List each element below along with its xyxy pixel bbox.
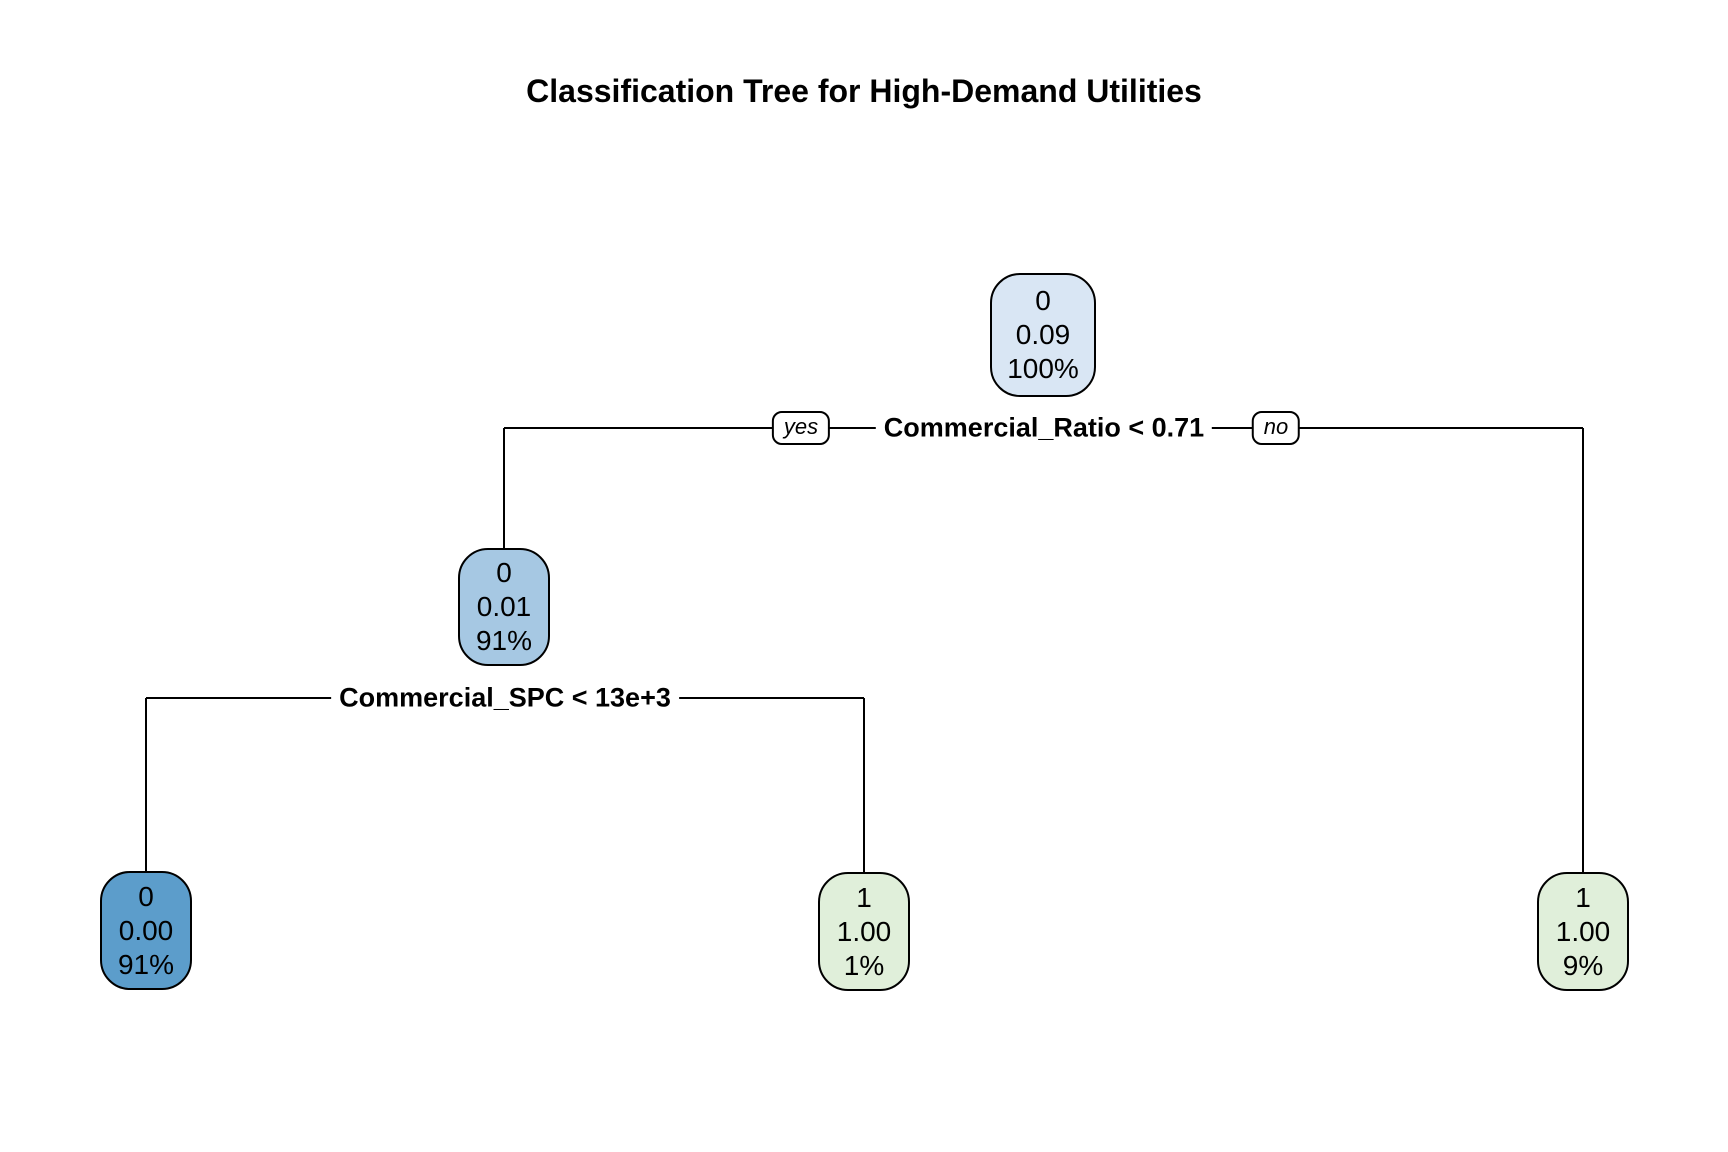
node-coverage: 100% — [1007, 353, 1079, 384]
tree-leaf-left-left: 0 0.00 91% — [100, 871, 192, 990]
node-probability: 1.00 — [836, 915, 892, 947]
node-probability: 0.09 — [1015, 319, 1071, 350]
node-class-label: 1 — [1575, 881, 1591, 913]
node-class-label: 1 — [856, 881, 872, 913]
tree-leaf-left-right: 1 1.00 1% — [818, 872, 910, 991]
node-probability: 1.00 — [1555, 915, 1611, 947]
branch-label-no: no — [1251, 411, 1301, 445]
tree-leaf-right: 1 1.00 9% — [1537, 872, 1629, 991]
node-class-label: 0 — [1035, 285, 1051, 316]
tree-node-root: 0 0.09 100% — [990, 273, 1096, 397]
tree-node-internal-left: 0 0.01 91% — [458, 548, 550, 666]
branch-label-yes: yes — [771, 411, 831, 445]
node-class-label: 0 — [138, 880, 154, 912]
split-condition-2: Commercial_SPC < 13e+3 — [331, 680, 679, 716]
plot-title: Classification Tree for High-Demand Util… — [526, 73, 1202, 109]
node-probability: 0.01 — [476, 591, 532, 622]
node-class-label: 0 — [496, 557, 512, 588]
node-coverage: 91% — [475, 625, 533, 656]
node-probability: 0.00 — [118, 914, 174, 946]
node-coverage: 9% — [1562, 949, 1604, 981]
node-coverage: 91% — [117, 948, 175, 980]
split-condition-1: Commercial_Ratio < 0.71 — [875, 410, 1213, 446]
node-coverage: 1% — [843, 949, 885, 981]
